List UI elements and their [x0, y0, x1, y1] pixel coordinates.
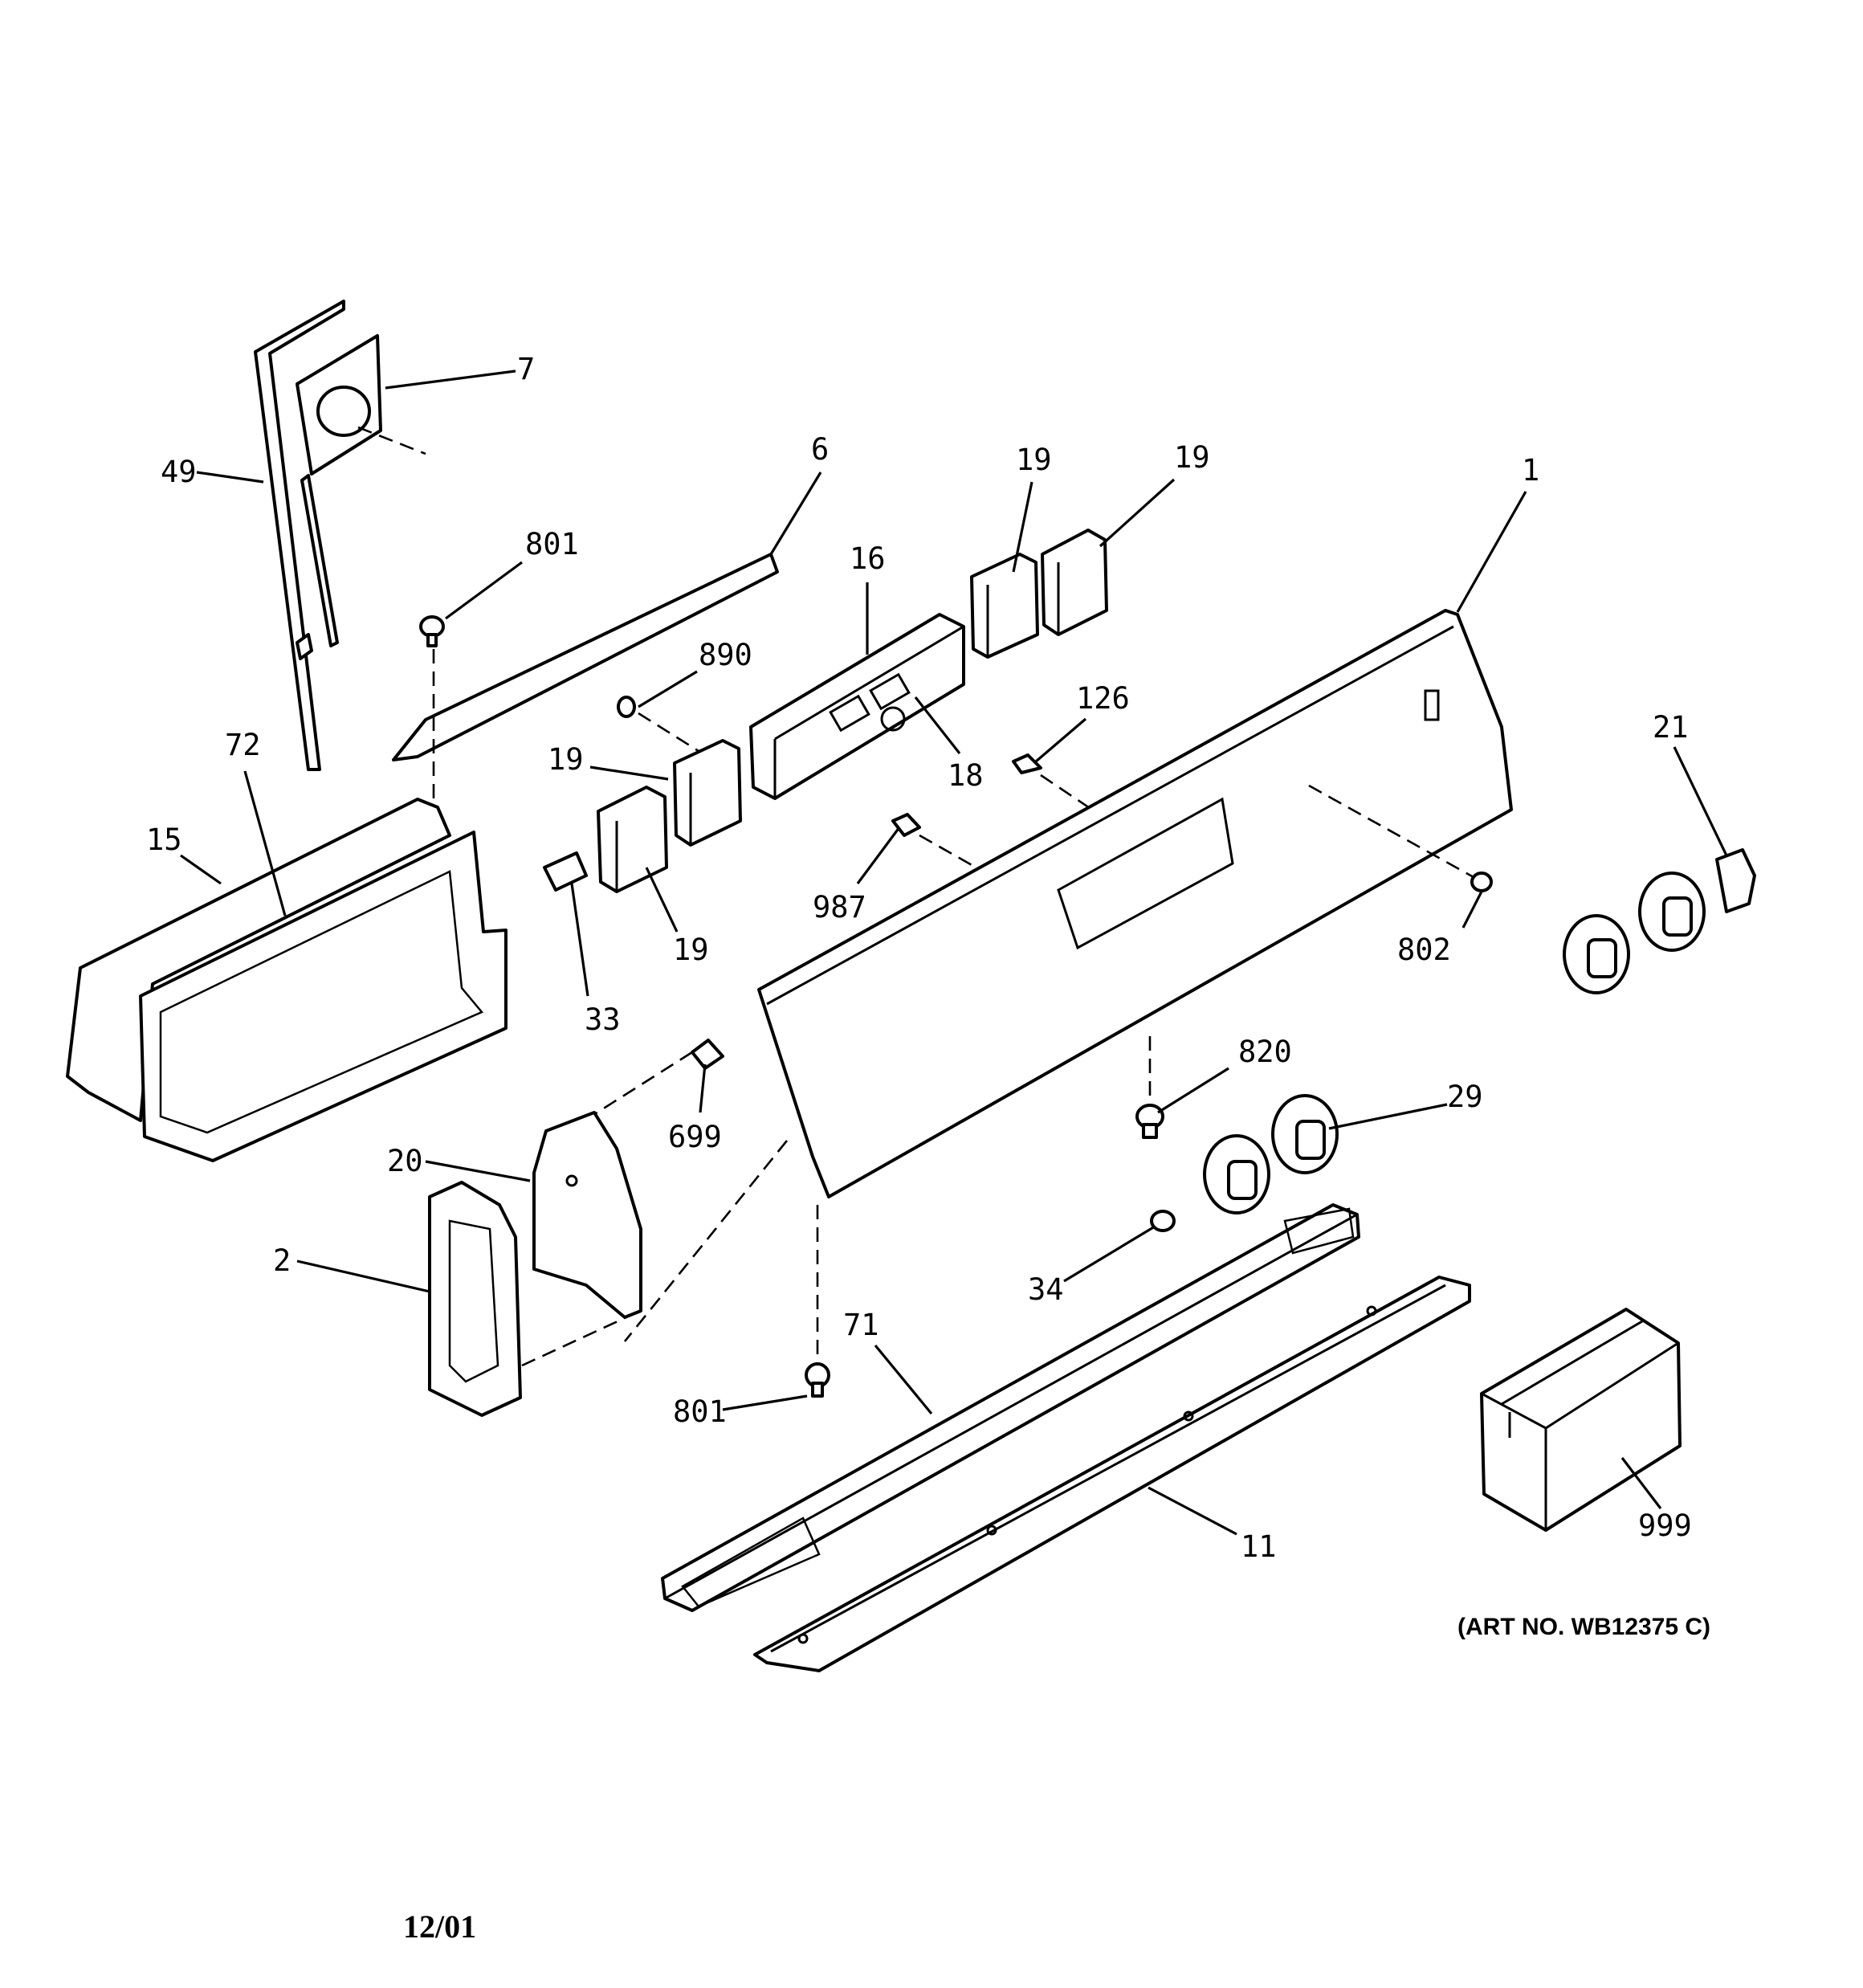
callout-19-d: 19 [673, 933, 709, 967]
callout-126: 126 [1076, 681, 1130, 716]
part-802-button [1308, 784, 1493, 892]
callout-20: 20 [387, 1144, 423, 1178]
part-19-switch-b [1041, 529, 1108, 636]
part-15-tray [66, 798, 508, 1162]
callout-19-c: 19 [548, 742, 584, 777]
part-16-control-board [749, 613, 965, 800]
part-801-screw-bottom [805, 1205, 830, 1398]
part-29-knob-a [1563, 914, 1630, 994]
callout-7: 7 [517, 352, 535, 386]
revision-date: 12/01 [403, 1908, 476, 1945]
callout-999: 999 [1638, 1508, 1692, 1543]
part-801-screw-top [419, 615, 445, 811]
part-1-backsplash-panel [757, 609, 1513, 1198]
callout-71: 71 [843, 1308, 879, 1342]
part-699-clip [577, 1039, 724, 1126]
part-49-side-bracket [254, 300, 345, 771]
callout-29: 29 [1447, 1080, 1483, 1114]
callout-802: 802 [1397, 933, 1451, 967]
part-21-switch [1715, 848, 1756, 913]
part-7-round-plate [296, 334, 426, 647]
part-19-switch-a [970, 553, 1039, 659]
part-2-end-cap [428, 1181, 627, 1417]
part-29-knob-c [1203, 1134, 1270, 1214]
callout-987: 987 [813, 890, 866, 925]
part-34-spring [1150, 1210, 1176, 1232]
callout-labels: 7 49 6 801 16 19 19 1 890 126 21 72 15 1… [146, 352, 1692, 1564]
leader-lines [180, 369, 1728, 1536]
callout-820: 820 [1238, 1035, 1292, 1069]
callout-801-bottom: 801 [673, 1394, 727, 1429]
part-19-switch-c [673, 739, 742, 847]
callout-33: 33 [585, 1002, 621, 1037]
part-126-clip [1012, 753, 1093, 811]
callout-34: 34 [1028, 1272, 1064, 1307]
part-71-lower-rail [661, 1203, 1360, 1612]
callout-18: 18 [948, 758, 984, 793]
part-11-trim-rail [753, 1276, 1471, 1672]
callout-16: 16 [850, 541, 886, 576]
part-820-screw [1135, 1036, 1164, 1139]
callout-699: 699 [668, 1120, 722, 1154]
part-890-screw [617, 696, 699, 753]
callout-6: 6 [811, 432, 829, 467]
callout-19-b: 19 [1174, 440, 1210, 475]
part-6-rail [392, 553, 779, 761]
callout-72: 72 [225, 728, 261, 762]
art-number: (ART NO. WB12375 C) [1457, 1614, 1710, 1640]
part-29-knob-b [1638, 872, 1706, 952]
callout-11: 11 [1241, 1529, 1277, 1564]
part-987-clip [891, 813, 974, 867]
part-999-box [1480, 1308, 1682, 1532]
callout-49: 49 [161, 455, 197, 489]
callout-19-a: 19 [1016, 443, 1052, 477]
callout-1: 1 [1522, 453, 1539, 488]
callout-890: 890 [699, 638, 752, 672]
part-29-knob-d [1271, 1094, 1339, 1174]
callout-21: 21 [1653, 710, 1689, 745]
part-33-rocker-switch [543, 851, 588, 892]
callout-2: 2 [273, 1243, 291, 1278]
part-20-bracket [532, 1111, 789, 1342]
part-19-switch-d [597, 786, 668, 893]
callout-801-top: 801 [525, 527, 579, 561]
callout-15: 15 [146, 823, 182, 857]
